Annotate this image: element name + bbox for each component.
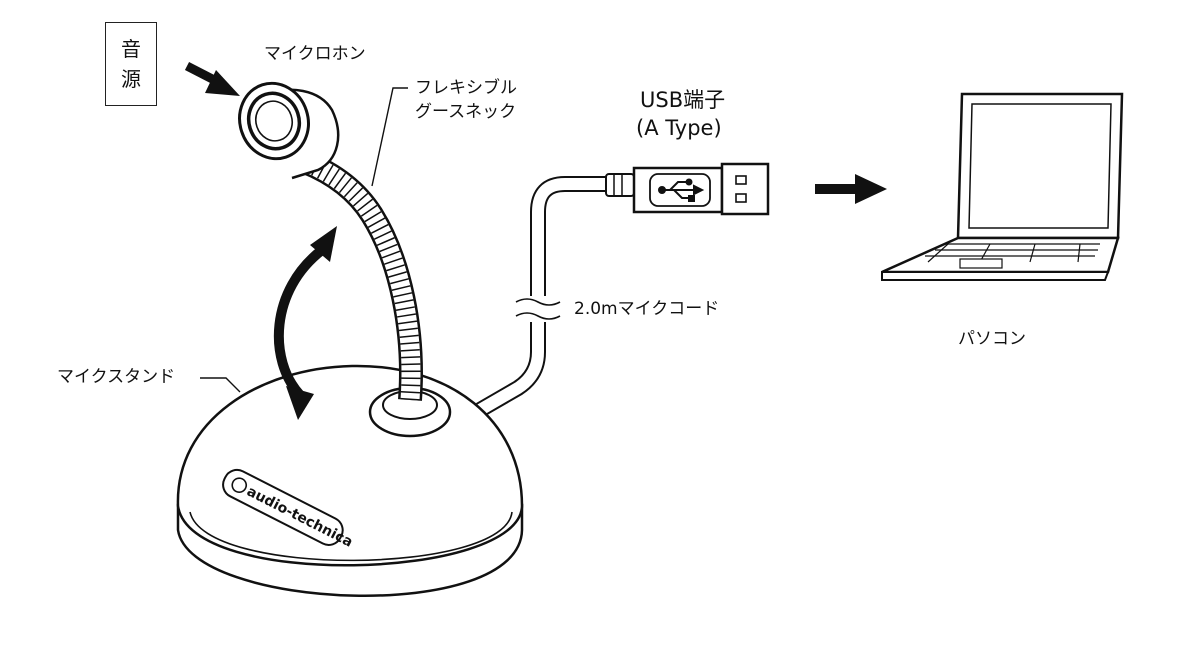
usb-label-line1: USB端子 [640, 88, 726, 112]
mic-cord [475, 176, 608, 417]
mic-stand [176, 364, 524, 597]
gooseneck-label-line2: グースネック [415, 102, 517, 122]
stand-label: マイクスタンド [57, 367, 176, 387]
gooseneck [300, 150, 423, 401]
pc-label: パソコン [958, 329, 1026, 349]
usb-connector [605, 162, 770, 216]
gooseneck-label-line1: フレキシブル [415, 78, 517, 98]
rotation-arrow-icon [273, 226, 337, 420]
source-char-2: 源 [121, 67, 141, 91]
usb-label-line2: (A Type) [636, 116, 722, 140]
leader-lines [200, 87, 408, 393]
brand-logo-icon [231, 477, 248, 494]
usb-symbol-icon [658, 178, 705, 202]
microphone-head [238, 81, 340, 180]
sound-source-box: 音 源 [105, 22, 157, 106]
brand-badge [222, 468, 344, 546]
source-char-1: 音 [121, 37, 141, 61]
cord-label: 2.0mマイクコード [574, 299, 720, 319]
laptop-icon [881, 92, 1124, 281]
microphone-label: マイクロホン [264, 44, 366, 64]
output-arrow-icon [815, 174, 887, 204]
sound-arrow-icon [184, 61, 240, 96]
